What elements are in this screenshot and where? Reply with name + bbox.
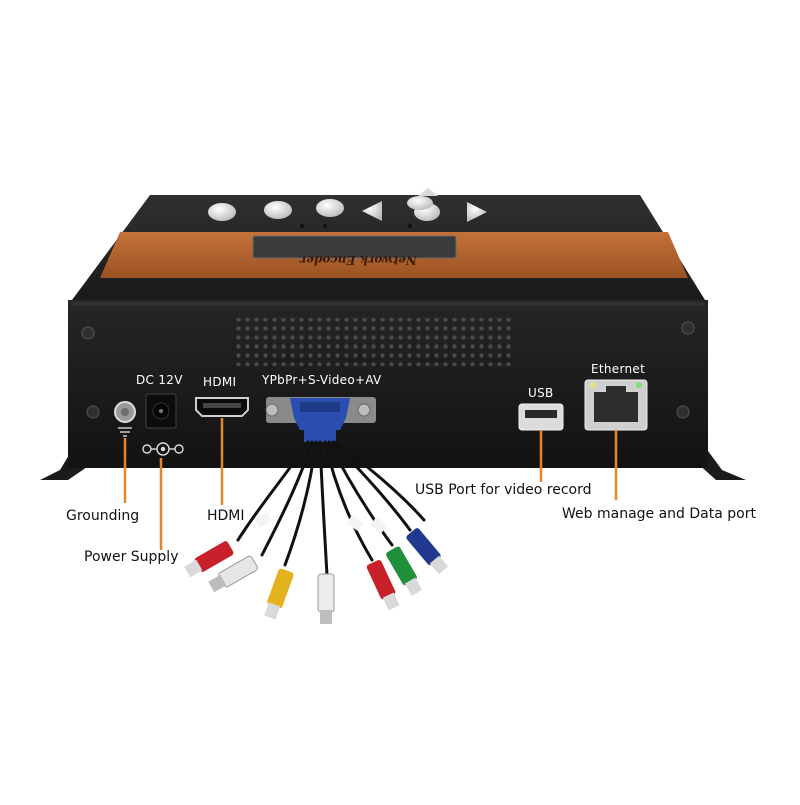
rca-plug-yellow-icon bbox=[264, 568, 294, 620]
callout-usb-port: USB Port for video record bbox=[415, 482, 592, 498]
panel-label-ethernet: Ethernet bbox=[591, 362, 646, 376]
screw-icon bbox=[357, 403, 371, 417]
callout-grounding: Grounding bbox=[66, 508, 140, 524]
arrow-up-icon bbox=[418, 188, 438, 196]
panel-label-hdmi: HDMI bbox=[203, 375, 237, 389]
rca-plug-red-icon bbox=[184, 541, 234, 578]
rear-panel-inner-edge bbox=[72, 302, 704, 306]
indicator-lock-icon bbox=[323, 224, 327, 228]
screw-icon bbox=[681, 321, 695, 335]
leader-lines bbox=[123, 418, 618, 550]
rca-plug-white-icon bbox=[208, 555, 258, 593]
lcd-window bbox=[252, 235, 457, 259]
callout-hdmi: HDMI bbox=[207, 508, 245, 524]
rca-plug-white-2-icon bbox=[317, 573, 335, 624]
cable-label-sleeves bbox=[254, 512, 388, 534]
ventilation-grille bbox=[232, 318, 514, 366]
ethernet-led-icon bbox=[636, 382, 642, 388]
arrow-right-icon bbox=[467, 202, 487, 222]
panel-label-dc: DC 12V bbox=[136, 373, 183, 387]
screw-icon bbox=[86, 405, 100, 419]
screw-icon bbox=[265, 403, 279, 417]
ethernet-led-icon bbox=[590, 382, 596, 388]
indicator-power-icon bbox=[408, 224, 412, 228]
callout-power-supply: Power Supply bbox=[84, 549, 179, 565]
button-menu-icon bbox=[264, 201, 292, 219]
right-mounting-foot bbox=[696, 440, 746, 480]
panel-label-av: YPbPr+S-Video+AV bbox=[262, 373, 382, 387]
rca-plug-green-icon bbox=[386, 546, 423, 596]
device-brand-text: Network Encoder bbox=[300, 253, 417, 267]
rca-plug-red-2-icon bbox=[366, 560, 400, 611]
arrow-left-icon bbox=[362, 201, 382, 221]
polarity-symbol-icon bbox=[142, 442, 184, 456]
panel-label-usb: USB bbox=[528, 386, 554, 400]
arrow-up-button-icon bbox=[407, 196, 433, 210]
screw-icon bbox=[676, 405, 690, 419]
screw-icon bbox=[81, 326, 95, 340]
callout-web-port: Web manage and Data port bbox=[562, 506, 756, 522]
indicator-alarm-icon bbox=[300, 224, 304, 228]
button-enter-icon bbox=[316, 199, 344, 217]
button-lock-icon bbox=[208, 203, 236, 221]
rca-plug-blue-icon bbox=[406, 528, 449, 575]
breakout-cables bbox=[236, 440, 426, 577]
